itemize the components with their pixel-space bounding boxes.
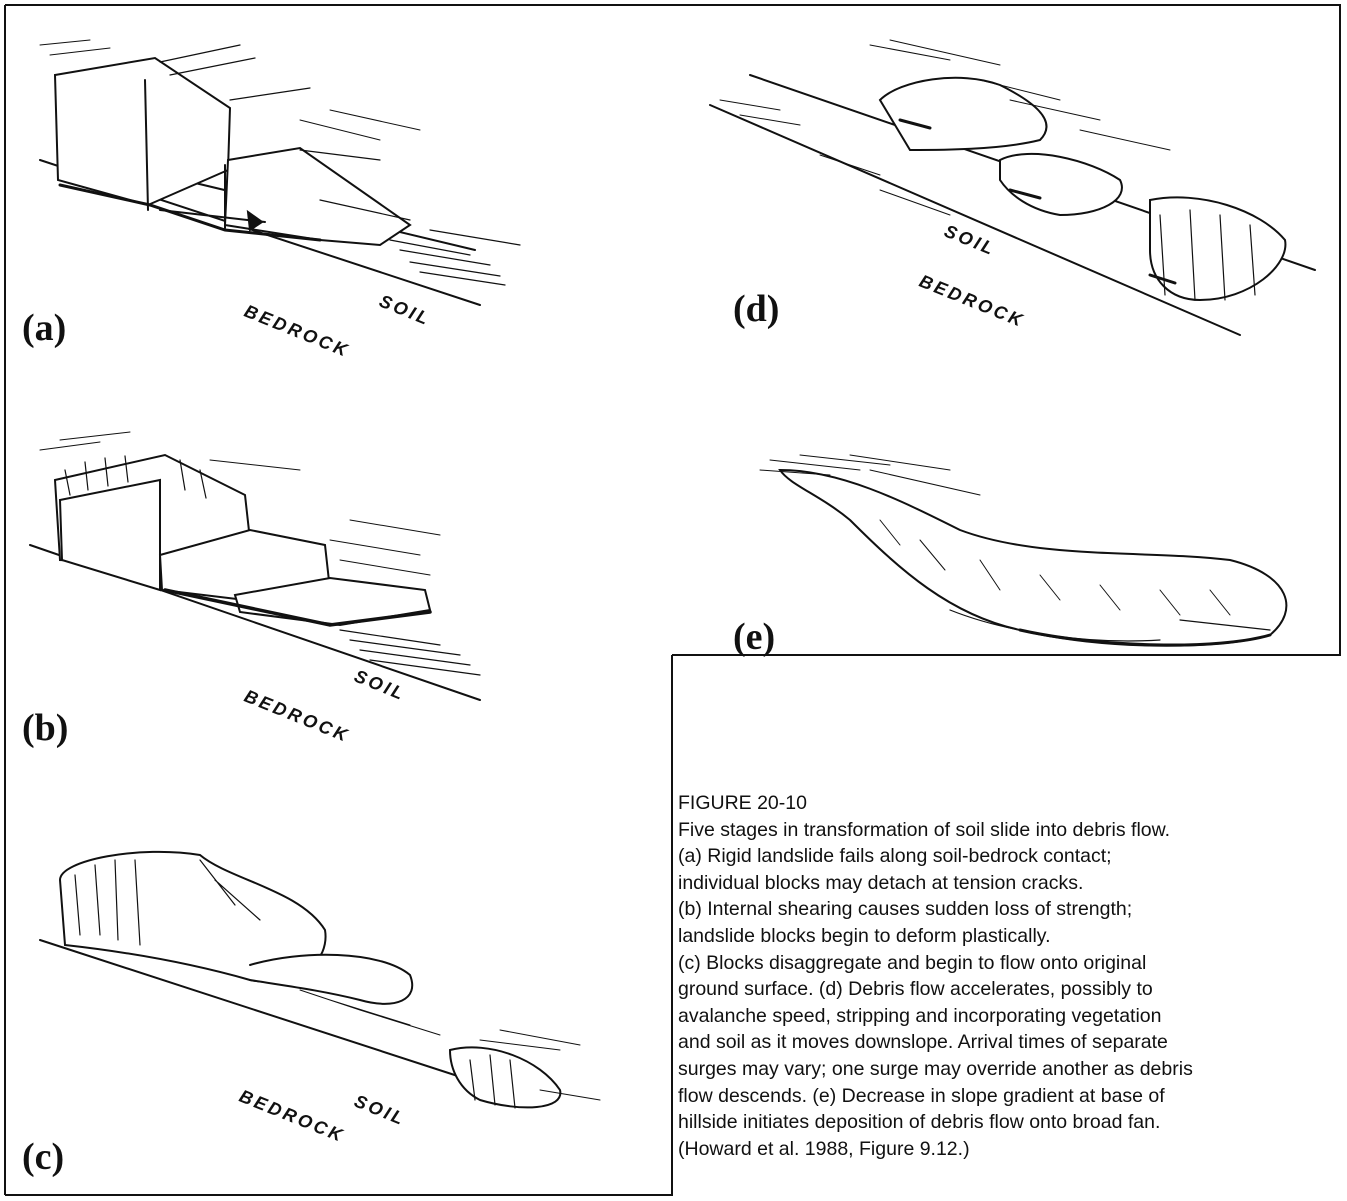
panel-b-drawing bbox=[30, 432, 480, 700]
panel-c-drawing bbox=[40, 852, 600, 1108]
caption-line: flow descends. (e) Decrease in slope gra… bbox=[678, 1083, 1328, 1110]
panel-e-drawing bbox=[760, 455, 1286, 646]
panel-e-label: (e) bbox=[733, 615, 775, 659]
caption-line: ground surface. (d) Debris flow accelera… bbox=[678, 976, 1328, 1003]
caption-line: and soil as it moves downslope. Arrival … bbox=[678, 1029, 1328, 1056]
panel-a-drawing bbox=[40, 40, 520, 305]
caption-line: avalanche speed, stripping and incorpora… bbox=[678, 1003, 1328, 1030]
caption-line: (Howard et al. 1988, Figure 9.12.) bbox=[678, 1136, 1328, 1163]
caption-line: (b) Internal shearing causes sudden loss… bbox=[678, 896, 1328, 923]
panel-a-label: (a) bbox=[22, 306, 66, 350]
caption-line: individual blocks may detach at tension … bbox=[678, 870, 1328, 897]
caption-line: Five stages in transformation of soil sl… bbox=[678, 817, 1328, 844]
figure-caption: FIGURE 20-10 Five stages in transformati… bbox=[678, 790, 1328, 1162]
caption-line: surges may vary; one surge may override … bbox=[678, 1056, 1328, 1083]
caption-figure-number: FIGURE 20-10 bbox=[678, 790, 1328, 817]
panel-d-label: (d) bbox=[733, 287, 779, 331]
panel-b-label: (b) bbox=[22, 706, 68, 750]
caption-line: (c) Blocks disaggregate and begin to flo… bbox=[678, 950, 1328, 977]
caption-line: (a) Rigid landslide fails along soil-bed… bbox=[678, 843, 1328, 870]
panel-d-drawing bbox=[710, 40, 1315, 335]
caption-line: hillside initiates deposition of debris … bbox=[678, 1109, 1328, 1136]
caption-line: landslide blocks begin to deform plastic… bbox=[678, 923, 1328, 950]
panel-c-label: (c) bbox=[22, 1135, 64, 1179]
